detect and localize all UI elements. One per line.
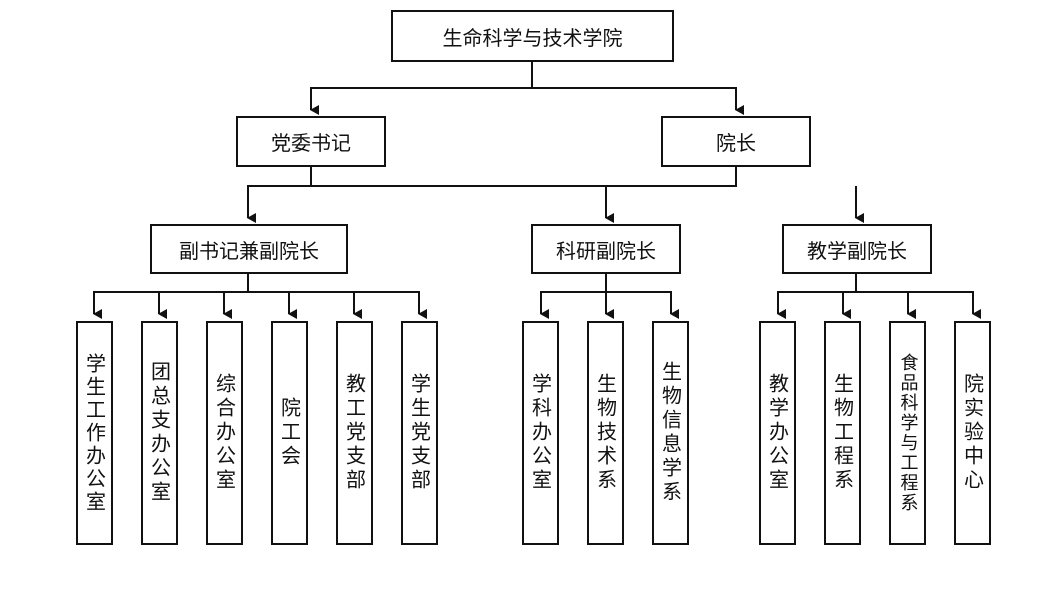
unit-node: 学生工作办公室 <box>76 321 113 545</box>
research-vice-dean-node: 科研副院长 <box>531 224 681 274</box>
root-node: 生命科学与技术学院 <box>391 10 674 62</box>
dean-node: 院长 <box>661 116 811 167</box>
unit-label: 综合办公室 <box>212 373 237 493</box>
unit-node: 教工党支部 <box>336 321 373 545</box>
unit-node: 学科办公室 <box>522 321 559 545</box>
unit-node: 院工会 <box>271 321 308 545</box>
party-secretary-node: 党委书记 <box>236 116 386 167</box>
unit-label: 食品科学与工程系 <box>897 353 919 513</box>
unit-node: 综合办公室 <box>206 321 243 545</box>
unit-label: 生物技术系 <box>593 373 618 493</box>
unit-label: 院工会 <box>277 397 302 469</box>
unit-node: 生物信息学系 <box>652 321 689 545</box>
unit-node: 食品科学与工程系 <box>889 321 926 545</box>
unit-label: 学生党支部 <box>407 373 432 493</box>
teaching-vice-dean-node: 教学副院长 <box>782 224 932 274</box>
unit-label: 院实验中心 <box>960 373 985 493</box>
unit-label: 学生工作办公室 <box>82 352 107 514</box>
unit-node: 生物技术系 <box>587 321 624 545</box>
unit-label: 生物工程系 <box>830 373 855 493</box>
deputy-secretary-vice-dean-node: 副书记兼副院长 <box>150 224 348 274</box>
unit-label: 教学办公室 <box>765 373 790 493</box>
unit-node: 院实验中心 <box>954 321 991 545</box>
unit-label: 生物信息学系 <box>658 361 683 505</box>
unit-label: 教工党支部 <box>342 373 367 493</box>
unit-node: 教学办公室 <box>759 321 796 545</box>
unit-label: 学科办公室 <box>528 373 553 493</box>
unit-label: 团总支办公室 <box>147 361 172 505</box>
unit-node: 生物工程系 <box>824 321 861 545</box>
unit-node: 学生党支部 <box>401 321 438 545</box>
unit-node: 团总支办公室 <box>141 321 178 545</box>
